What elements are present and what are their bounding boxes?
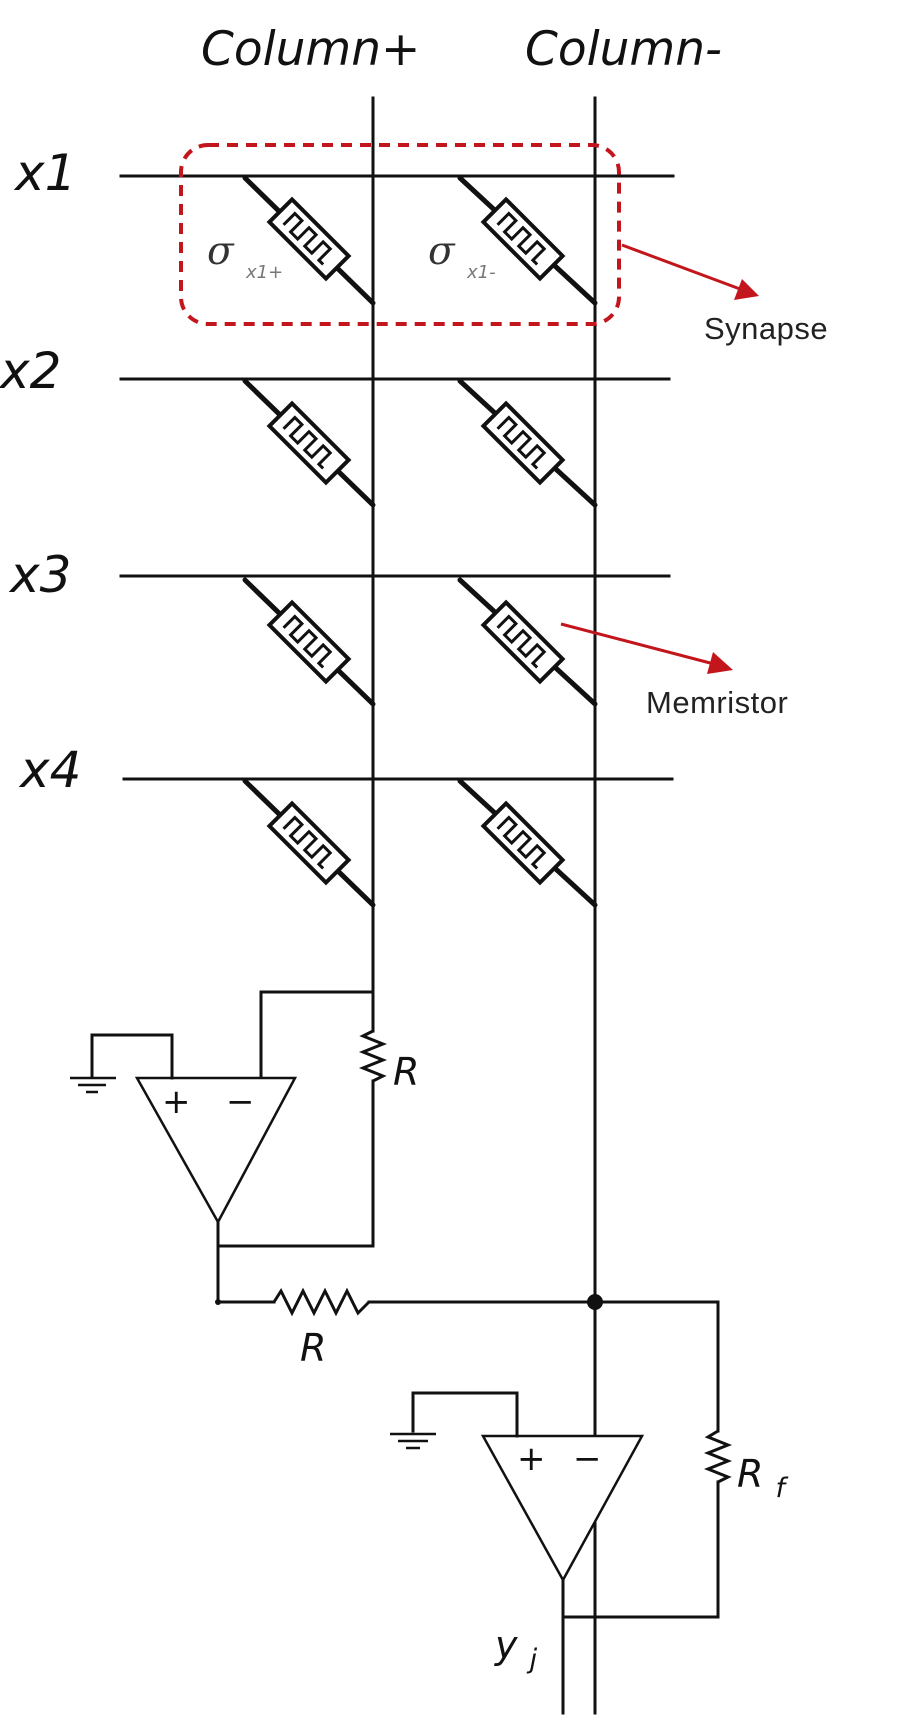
output-feedback-resistor — [703, 1429, 733, 1484]
output-label: y j — [494, 1623, 538, 1675]
inverting-stage: R + − — [70, 990, 419, 1304]
stage1-plus-sign: + — [162, 1082, 191, 1122]
rf-main: R — [737, 1452, 763, 1496]
synapse-highlight-box — [179, 143, 621, 326]
sigma-symbol: σ — [207, 229, 235, 274]
stage1-minus-sign: − — [226, 1082, 255, 1122]
column-labels: Column+ Column- — [201, 22, 722, 77]
output-subscript: j — [526, 1644, 538, 1675]
stage1-ground-wire — [90, 1033, 174, 1080]
rf-subscript: f — [776, 1473, 789, 1504]
row-label-x2: x2 — [0, 342, 61, 400]
summing-junction-dot — [587, 1294, 603, 1310]
output-plus-sign: + — [517, 1439, 546, 1479]
output-ground-wire — [411, 1391, 519, 1438]
sigma-symbol: σ — [428, 229, 456, 274]
synapse-arrow-line — [621, 243, 741, 291]
stage1-feedback-resistor-label: R — [393, 1050, 419, 1094]
output-feedback-bottom-wire — [561, 1480, 720, 1619]
memristor-x3-positive — [242, 577, 376, 707]
memristor-x1-positive — [242, 175, 376, 306]
stage1-feedback-top-wire — [259, 990, 375, 1080]
memristor-x4-negative — [457, 778, 598, 908]
memristor-x2-positive — [242, 378, 376, 508]
stage1-feedback-bottom-wire — [216, 1079, 375, 1248]
memristor-conductance-labels: σ x1+ σ x1- — [207, 229, 496, 283]
summing-resistor — [272, 1287, 371, 1317]
sigma-subscript: x1- — [466, 262, 496, 283]
synapse-annotation: Synapse — [179, 143, 828, 346]
output-ground-icon — [390, 1432, 436, 1450]
stage1-feedback-resistor — [358, 1029, 388, 1083]
stage1-op-amp — [134, 1076, 298, 1225]
sigma-x1-positive-label: σ x1+ — [207, 229, 283, 283]
sigma-x1-negative-label: σ x1- — [428, 229, 496, 283]
column-negative-label: Column- — [525, 22, 722, 77]
output-feedback-resistor-label: R f — [737, 1452, 789, 1504]
row-label-x4: x4 — [18, 741, 81, 799]
memristor-x1-negative — [457, 175, 598, 306]
synapse-label: Synapse — [704, 311, 828, 346]
memristor-annotation: Memristor — [560, 622, 788, 720]
output-main: y — [494, 1623, 518, 1667]
row-label-x1: x1 — [13, 144, 76, 202]
output-stage: R f + − y j — [390, 1300, 789, 1715]
memristor-arrow-head — [707, 652, 733, 674]
memristor-x3-negative — [457, 577, 598, 707]
column-positive-label: Column+ — [201, 22, 420, 77]
summing-resistor-label: R — [300, 1326, 326, 1370]
row-labels: x1 x2 x3 x4 — [0, 144, 81, 799]
summing-network: R — [215, 1287, 720, 1370]
stage1-ground-icon — [70, 1076, 116, 1094]
row-label-x3: x3 — [8, 546, 71, 604]
output-minus-sign: − — [573, 1439, 602, 1479]
memristor-x4-positive — [242, 778, 376, 908]
memristor-x2-negative — [457, 378, 598, 508]
stage1-output-node-dot — [215, 1299, 221, 1305]
memristor-array — [242, 175, 598, 908]
synapse-arrow-head — [734, 279, 759, 300]
sigma-subscript: x1+ — [245, 262, 283, 283]
crossbar-row-wires — [119, 174, 675, 781]
output-op-amp — [480, 1434, 645, 1583]
memristor-label: Memristor — [646, 685, 788, 720]
memristor-arrow-line — [560, 622, 715, 666]
